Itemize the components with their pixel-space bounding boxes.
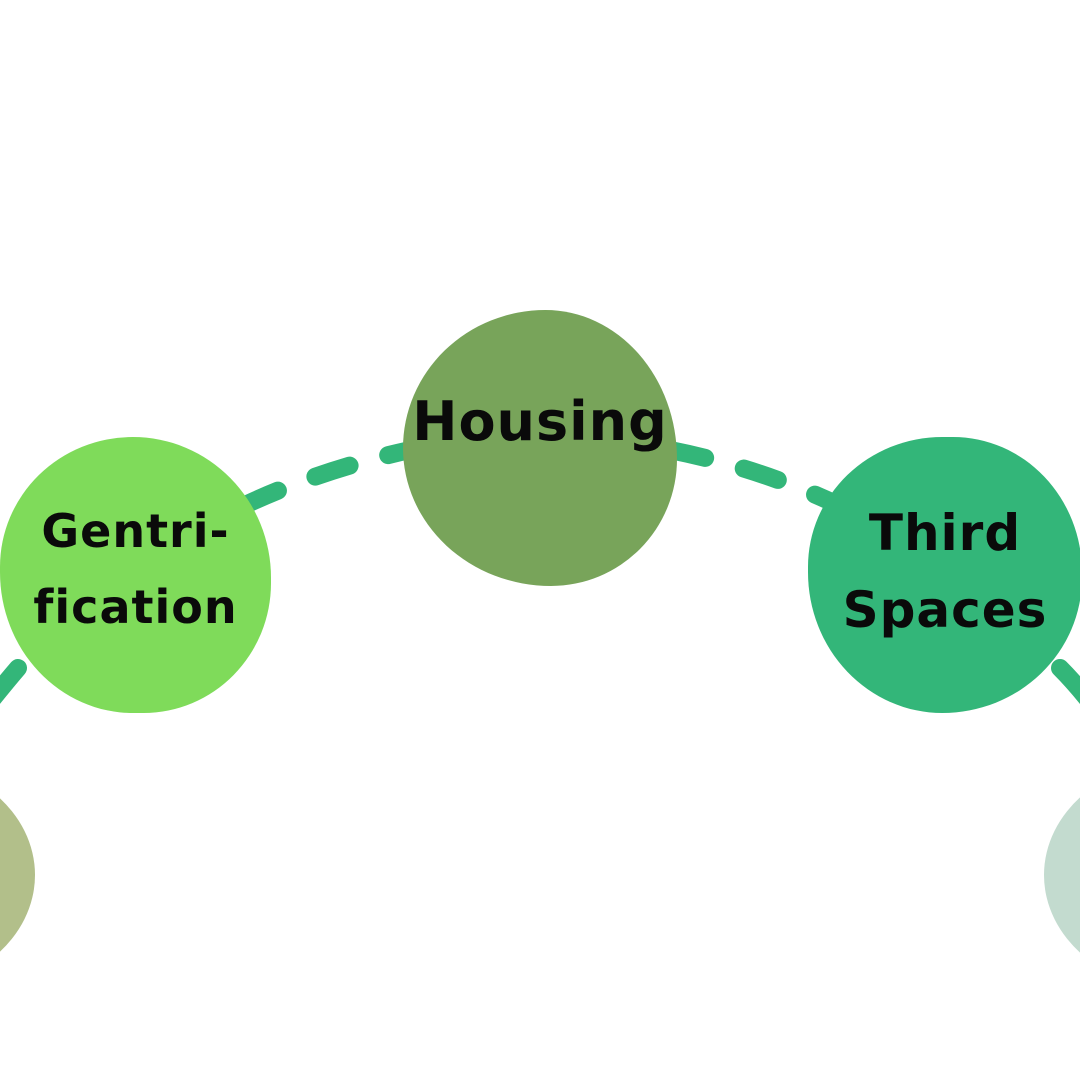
node-third-spaces-label: Third Spaces xyxy=(842,503,1048,640)
node-third-spaces: Third Spaces xyxy=(808,437,1080,713)
node-housing-label: Housing xyxy=(412,389,668,453)
node-housing: Housing xyxy=(403,310,677,586)
connector-gentrification-housing xyxy=(236,441,419,514)
connector-gentrification-bottom-left xyxy=(0,659,27,704)
node-gentrification: Gentri- fication xyxy=(0,437,271,713)
connector-housing-third-spaces xyxy=(661,441,847,514)
node-gentrification-label: Gentri- fication xyxy=(33,504,238,634)
connector-third-spaces-bottom-right xyxy=(1051,659,1080,704)
